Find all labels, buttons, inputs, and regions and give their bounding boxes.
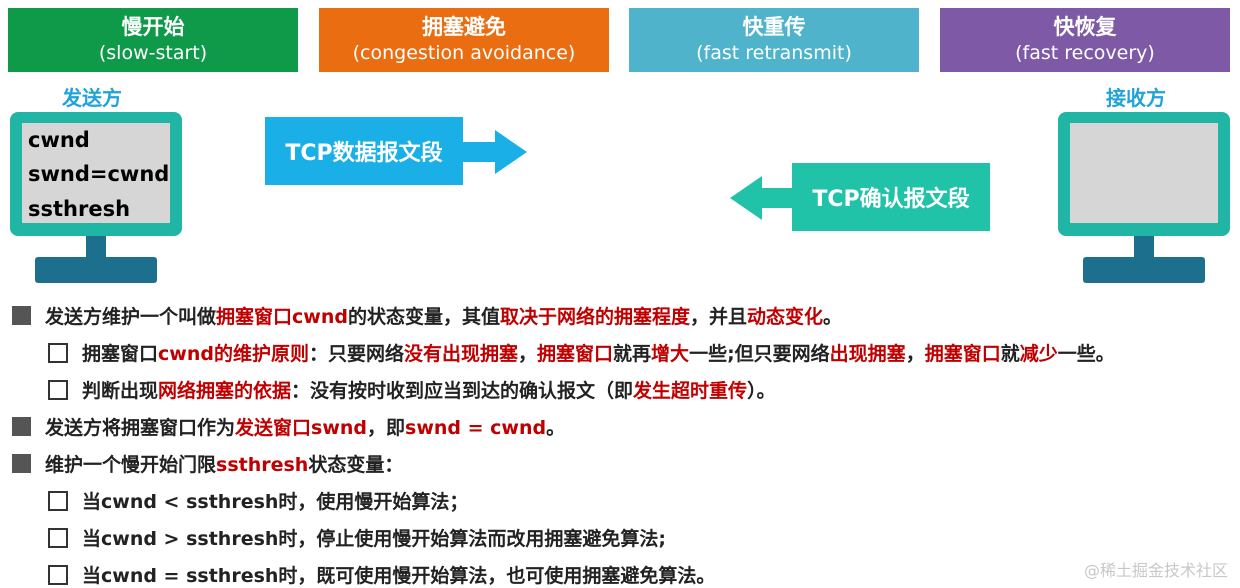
plain-text: 就再 (613, 343, 652, 365)
plain-text: 一些。 (1057, 343, 1115, 365)
list-item: 拥塞窗口cwnd的维护原则：只要网络没有出现拥塞，拥塞窗口就再增大一些;但只要网… (48, 339, 1115, 366)
header-subtitle: (congestion avoidance) (352, 42, 576, 64)
data-segment-label: TCP数据报文段 (265, 117, 463, 185)
plain-text: 。 (823, 306, 843, 328)
plain-text: 就 (1000, 343, 1020, 365)
monitor-stand-base (1083, 257, 1205, 283)
plain-text: 发送方维护一个叫做 (45, 306, 217, 328)
highlight-text: 发送窗口swnd (235, 417, 368, 439)
header-title: 快恢复 (1053, 15, 1117, 39)
list-item-text: 当cwnd < ssthresh时，使用慢开始算法； (82, 487, 468, 514)
plain-text: 发送方将拥塞窗口作为 (45, 417, 236, 439)
header-title: 拥塞避免 (422, 15, 506, 39)
sender-var-swnd: swnd=cwnd (28, 162, 170, 186)
plain-text: 拥塞窗口 (82, 343, 159, 365)
highlight-text: 取决于网络的拥塞程度 (499, 306, 690, 328)
highlight-text: 拥塞窗口cwnd (216, 306, 348, 328)
checkbox-square-icon (48, 379, 68, 400)
list-item-text: 维护一个慢开始门限ssthresh状态变量： (45, 450, 403, 477)
checkbox-square-icon (48, 342, 68, 363)
list-item: 当cwnd < ssthresh时，使用慢开始算法； (48, 487, 468, 514)
highlight-text: 拥塞窗口 (924, 343, 1001, 365)
left-arrow-icon (730, 176, 802, 220)
list-item: 维护一个慢开始门限ssthresh状态变量： (12, 450, 403, 477)
list-item-text: 发送方维护一个叫做拥塞窗口cwnd的状态变量，其值取决于网络的拥塞程度，并且动态… (45, 302, 842, 329)
header-fast-recovery: 快恢复 (fast recovery) (940, 8, 1230, 72)
list-item: 当cwnd > ssthresh时，停止使用慢开始算法而改用拥塞避免算法; (48, 524, 666, 551)
header-title: 快重传 (742, 15, 806, 39)
filled-square-bullet-icon (12, 417, 31, 436)
plain-text: ）。 (747, 380, 776, 402)
sender-var-cwnd: cwnd (28, 128, 90, 152)
highlight-text: 发生超时重传 (633, 380, 748, 402)
highlight-text: 拥塞窗口 (537, 343, 614, 365)
list-item-text: 发送方将拥塞窗口作为发送窗口swnd，即swnd = cwnd。 (45, 413, 565, 440)
highlight-text: 出现拥塞 (829, 343, 906, 365)
header-subtitle: (fast recovery) (1015, 42, 1155, 64)
plain-text: ， (518, 343, 538, 365)
highlight-text: 动态变化 (747, 306, 824, 328)
plain-text: ：只要网络 (308, 343, 404, 365)
filled-square-bullet-icon (12, 306, 31, 325)
list-item-text: 拥塞窗口cwnd的维护原则：只要网络没有出现拥塞，拥塞窗口就再增大一些;但只要网… (82, 339, 1115, 366)
header-fast-retransmit: 快重传 (fast retransmit) (629, 8, 919, 72)
plain-text: 状态变量： (308, 454, 404, 476)
list-item: 当cwnd = ssthresh时，既可使用慢开始算法，也可使用拥塞避免算法。 (48, 561, 715, 588)
receiver-label: 接收方 (1106, 86, 1166, 110)
monitor-stand-base (35, 257, 157, 283)
sender-var-ssthresh: ssthresh (28, 197, 131, 221)
highlight-text: ssthresh (216, 454, 309, 476)
list-item-text: 当cwnd = ssthresh时，既可使用慢开始算法，也可使用拥塞避免算法。 (82, 561, 715, 588)
highlight-text: 增大 (651, 343, 690, 365)
monitor-stand-neck (86, 236, 106, 258)
header-subtitle: (fast retransmit) (696, 42, 852, 64)
right-arrow-icon (455, 130, 527, 174)
list-item-text: 当cwnd > ssthresh时，停止使用慢开始算法而改用拥塞避免算法; (82, 524, 666, 551)
list-item: 发送方将拥塞窗口作为发送窗口swnd，即swnd = cwnd。 (12, 413, 565, 440)
plain-text: 的状态变量，其值 (347, 306, 500, 328)
ack-segment-label: TCP确认报文段 (792, 163, 990, 231)
plain-text: ，并且 (690, 306, 748, 328)
filled-square-bullet-icon (12, 454, 31, 473)
monitor-stand-neck (1134, 236, 1154, 258)
plain-text: 。 (546, 417, 566, 439)
plain-text: 一些;但只要网络 (689, 343, 830, 365)
checkbox-square-icon (48, 564, 68, 585)
plain-text: ，即 (367, 417, 406, 439)
plain-text: 当cwnd < ssthresh时，使用慢开始算法； (82, 491, 469, 513)
sender-label: 发送方 (62, 86, 122, 110)
watermark: @稀土掘金技术社区 (1083, 561, 1228, 580)
list-item: 判断出现网络拥塞的依据：没有按时收到应当到达的确认报文（即发生超时重传）。 (48, 376, 776, 403)
plain-text: 判断出现 (82, 380, 159, 402)
highlight-text: 网络拥塞的依据 (158, 380, 292, 402)
list-item-text: 判断出现网络拥塞的依据：没有按时收到应当到达的确认报文（即发生超时重传）。 (82, 376, 776, 403)
plain-text: 当cwnd > ssthresh时，停止使用慢开始算法而改用拥塞避免算法; (82, 528, 667, 550)
highlight-text: cwnd的维护原则 (158, 343, 309, 365)
header-congestion-avoidance: 拥塞避免 (congestion avoidance) (319, 8, 609, 72)
checkbox-square-icon (48, 490, 68, 511)
plain-text: 当cwnd = ssthresh时，既可使用慢开始算法，也可使用拥塞避免算法。 (82, 565, 716, 587)
monitor-screen (22, 123, 170, 223)
header-slow-start: 慢开始 (slow-start) (8, 8, 298, 72)
header-title: 慢开始 (121, 15, 185, 39)
highlight-text: 没有出现拥塞 (403, 343, 518, 365)
plain-text: ， (905, 343, 925, 365)
highlight-text: swnd = cwnd (405, 417, 547, 439)
header-subtitle: (slow-start) (98, 42, 208, 64)
monitor-screen (1070, 123, 1218, 223)
checkbox-square-icon (48, 527, 68, 548)
list-item: 发送方维护一个叫做拥塞窗口cwnd的状态变量，其值取决于网络的拥塞程度，并且动态… (12, 302, 842, 329)
highlight-text: 减少 (1019, 343, 1058, 365)
plain-text: ：没有按时收到应当到达的确认报文（即 (291, 380, 634, 402)
plain-text: 维护一个慢开始门限 (45, 454, 217, 476)
